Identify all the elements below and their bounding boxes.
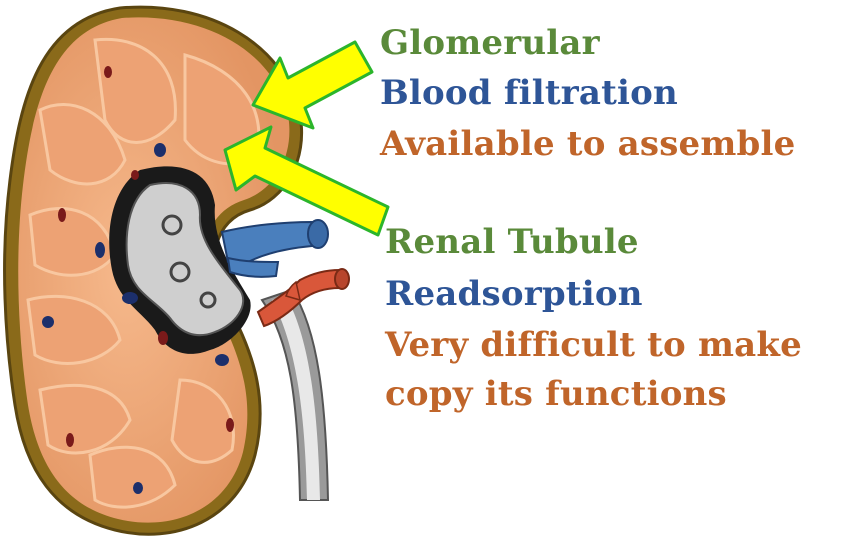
renal-artery [256,268,350,328]
kidney-illustration [3,5,304,536]
blood-filtration-label: Blood filtration [380,73,678,113]
difficult-note-line2: copy its functions [385,374,727,414]
arrow-to-tubule [223,125,390,237]
ureter [260,288,330,501]
glomerular-title: Glomerular [380,23,600,63]
available-to-assemble-label: Available to assemble [380,124,796,164]
renal-tubule-title: Renal Tubule [385,222,639,262]
difficult-note-line1: Very difficult to make [385,325,802,365]
readsorption-label: Readsorption [385,274,643,314]
arrow-to-glomerulus [251,40,374,130]
renal-vein [220,219,329,278]
vessel-spots [42,66,234,494]
